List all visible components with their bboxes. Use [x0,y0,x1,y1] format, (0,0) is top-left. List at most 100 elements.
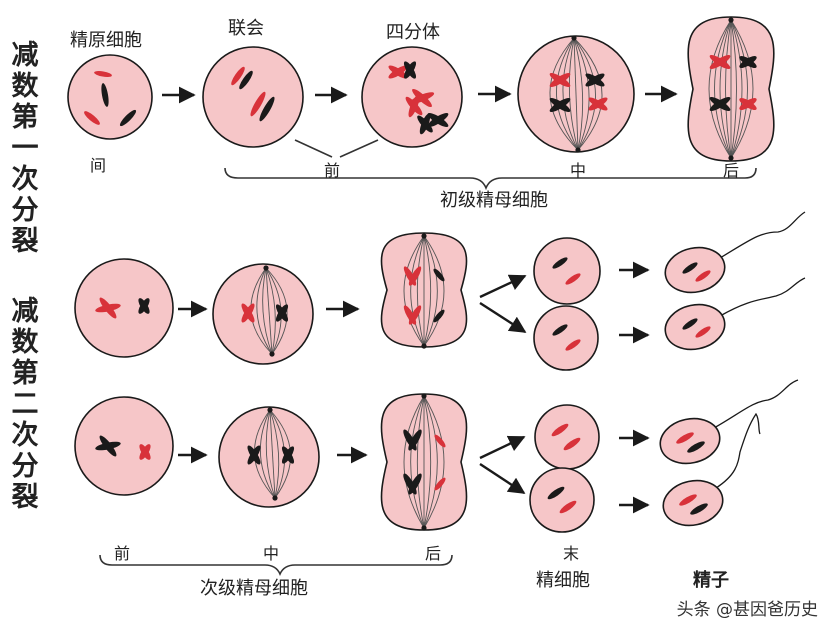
interphase-label: 间 [90,156,107,175]
chromatid [676,432,694,444]
primary-spermatocyte-label: 初级精母细胞 [440,190,548,211]
chromatid [433,309,445,323]
spindle-fiber [573,37,579,151]
spindle-fiber [416,235,425,347]
arrow [479,435,526,460]
chromatid [119,109,137,127]
prophase-2-cell-b [74,396,174,496]
centrosome [575,147,581,153]
synapsis-cell [202,46,304,148]
chromatid [241,303,255,323]
spindle-fiber [573,37,584,151]
cell-membrane [533,305,599,371]
spermatogonium-cell [67,54,153,140]
anaphase-2-label: 后 [425,544,442,563]
anaphase-1-cell [687,16,775,162]
secondary-spermatocyte-brace [99,554,453,576]
chromatid [552,257,568,269]
spindle-fiber [730,19,754,159]
chromatid [275,304,289,322]
metaphase-1-label: 中 [570,161,587,180]
anaphase-1-label: 后 [723,161,740,180]
chromatid [95,303,121,313]
spindle-fiber [423,235,445,347]
spindle-fiber [410,395,425,529]
spindle-fiber [265,409,276,499]
cell-membrane [218,406,320,508]
arrow [479,274,527,299]
spindle-fiber [403,235,425,347]
synapsis-label: 联会 [228,18,264,39]
chromatid [682,318,698,330]
cell-membrane [67,54,153,140]
chromatid [403,61,417,79]
centrosome [421,343,427,349]
metaphase-2-cell-b [218,406,320,508]
spindle-fiber [423,395,438,529]
spindle-fiber [269,409,280,499]
sperm-tail [719,211,806,259]
spindle-fiber [708,19,732,159]
chromatid [231,66,245,86]
cell-membrane [533,237,601,305]
centrosome [728,155,734,161]
spindle-fiber [403,395,425,529]
spindle-fiber [730,19,743,159]
centrosome [269,351,275,357]
chromatid [552,324,568,336]
spindle-fiber [719,19,732,159]
chromatid [101,83,109,107]
pointer-line [339,139,379,158]
chromatid [565,339,581,351]
centrosome [421,233,427,239]
sperm-tail [713,379,799,429]
spindle-fiber [568,37,579,151]
centrosome [421,525,427,531]
chromatid [565,273,581,285]
chromatid [94,71,112,77]
metaphase-2-label: 中 [263,544,280,563]
chromatid [427,113,449,127]
chromatid [408,305,422,325]
spermatid-label: 精细胞 [536,570,590,591]
meiosis-2-label: 减数第二次分裂 [11,296,39,513]
telophase-2-label: 末 [563,544,580,563]
chromatid [549,98,571,112]
spindle-fiber [725,19,732,159]
chromatid [690,503,708,515]
cell-membrane [74,396,174,496]
spindle-fiber [410,235,425,347]
secondary-spermatocyte-label: 次级精母细胞 [200,578,308,599]
anaphase-2-cell-a [380,232,468,349]
chromatid [405,96,423,116]
arrow [479,301,527,334]
spindle-fiber [423,395,432,529]
sperm-tail [715,412,761,489]
chromatid [408,266,422,286]
arrow [479,462,526,495]
centrosome [728,17,734,23]
meiosis-1-label: 减数第一次分裂 [11,40,39,257]
spermatid-cell-4 [529,467,595,533]
spindle-fiber [556,37,579,151]
chromatid [679,494,697,506]
watermark: 头条 @甚因爸历史 [676,600,818,620]
centrosome [272,495,278,501]
chromatid [139,444,151,460]
spindle-fiber [265,267,276,355]
spindle-fiber [730,19,748,159]
centrosome [421,393,427,399]
spindle-fiber [260,409,276,499]
centrosome [571,35,577,41]
chromatid [250,91,266,117]
metaphase-2-cell-a [212,263,314,365]
spermatid-cell-3 [534,404,600,470]
chromatid [687,441,705,453]
spindle-fiber [423,235,438,347]
sperm-tail [719,277,806,317]
metaphase-1-cell [517,35,635,153]
prophase-1-label: 前 [324,161,341,180]
chromatid [709,55,731,69]
chromatid [551,423,569,437]
